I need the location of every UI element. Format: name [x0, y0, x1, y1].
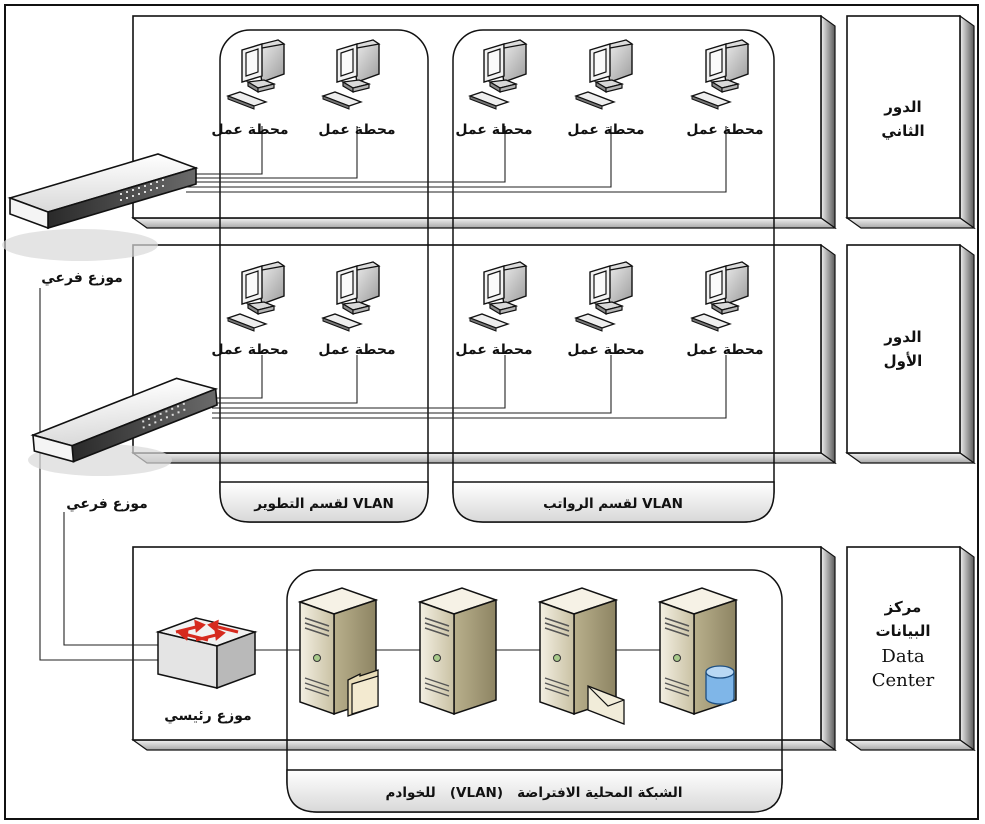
workstation-label: محطة عمل — [686, 122, 763, 138]
connection-lines — [39, 126, 727, 661]
workstation-label: محطة عمل — [211, 122, 288, 138]
vlan-servers-region — [286, 569, 783, 813]
floor-first-line2: الأول — [884, 352, 923, 370]
branch-switch-top[interactable] — [2, 153, 197, 261]
datacenter-line4: Center — [872, 670, 935, 691]
workstation-label: محطة عمل — [567, 342, 644, 358]
datacenter-line3: Data — [881, 646, 924, 667]
server-app[interactable] — [419, 587, 497, 715]
vlan-development-label: VLAN لقسم التطوير — [253, 496, 394, 512]
server-icon — [419, 587, 497, 715]
branch-switch-middle-label: موزع فرعي — [66, 496, 148, 512]
floor-first-line1: الدور — [883, 328, 921, 346]
main-switch-label: موزع رئيسي — [164, 708, 251, 724]
branch-switch-top-label: موزع فرعي — [41, 270, 123, 286]
vlan-payroll-region — [452, 29, 775, 523]
vlan-servers-label: الشبكة المحلية الافتراضة (VLAN) للخوادم — [386, 785, 683, 801]
floor-second-line1: الدور — [883, 98, 921, 116]
datacenter-line1: مركز — [884, 598, 922, 616]
main-switch[interactable] — [155, 617, 258, 690]
datacenter-line2: البيانات — [876, 622, 931, 640]
server-database[interactable] — [659, 587, 737, 715]
workstation-label: محطة عمل — [686, 342, 763, 358]
floor-second-line2: الثاني — [881, 122, 924, 140]
floor-label-box-second — [845, 14, 976, 230]
server-mail[interactable] — [539, 587, 625, 725]
workstation-label: محطة عمل — [318, 342, 395, 358]
mail-icon — [587, 685, 625, 725]
folder-icon — [347, 669, 379, 717]
workstation-label: محطة عمل — [318, 122, 395, 138]
workstation-label: محطة عمل — [455, 342, 532, 358]
workstation-label: محطة عمل — [567, 122, 644, 138]
server-file[interactable] — [299, 587, 379, 717]
workstation-label: محطة عمل — [455, 122, 532, 138]
router-icon — [155, 617, 258, 690]
branch-switch-middle[interactable] — [28, 374, 222, 476]
database-icon — [705, 665, 735, 705]
workstation-label: محطة عمل — [211, 342, 288, 358]
vlan-payroll-label: VLAN لقسم الرواتب — [543, 496, 683, 512]
floor-label-box-datacenter — [845, 545, 976, 752]
floor-label-box-first — [845, 243, 976, 465]
vlan-development-region — [219, 29, 429, 523]
